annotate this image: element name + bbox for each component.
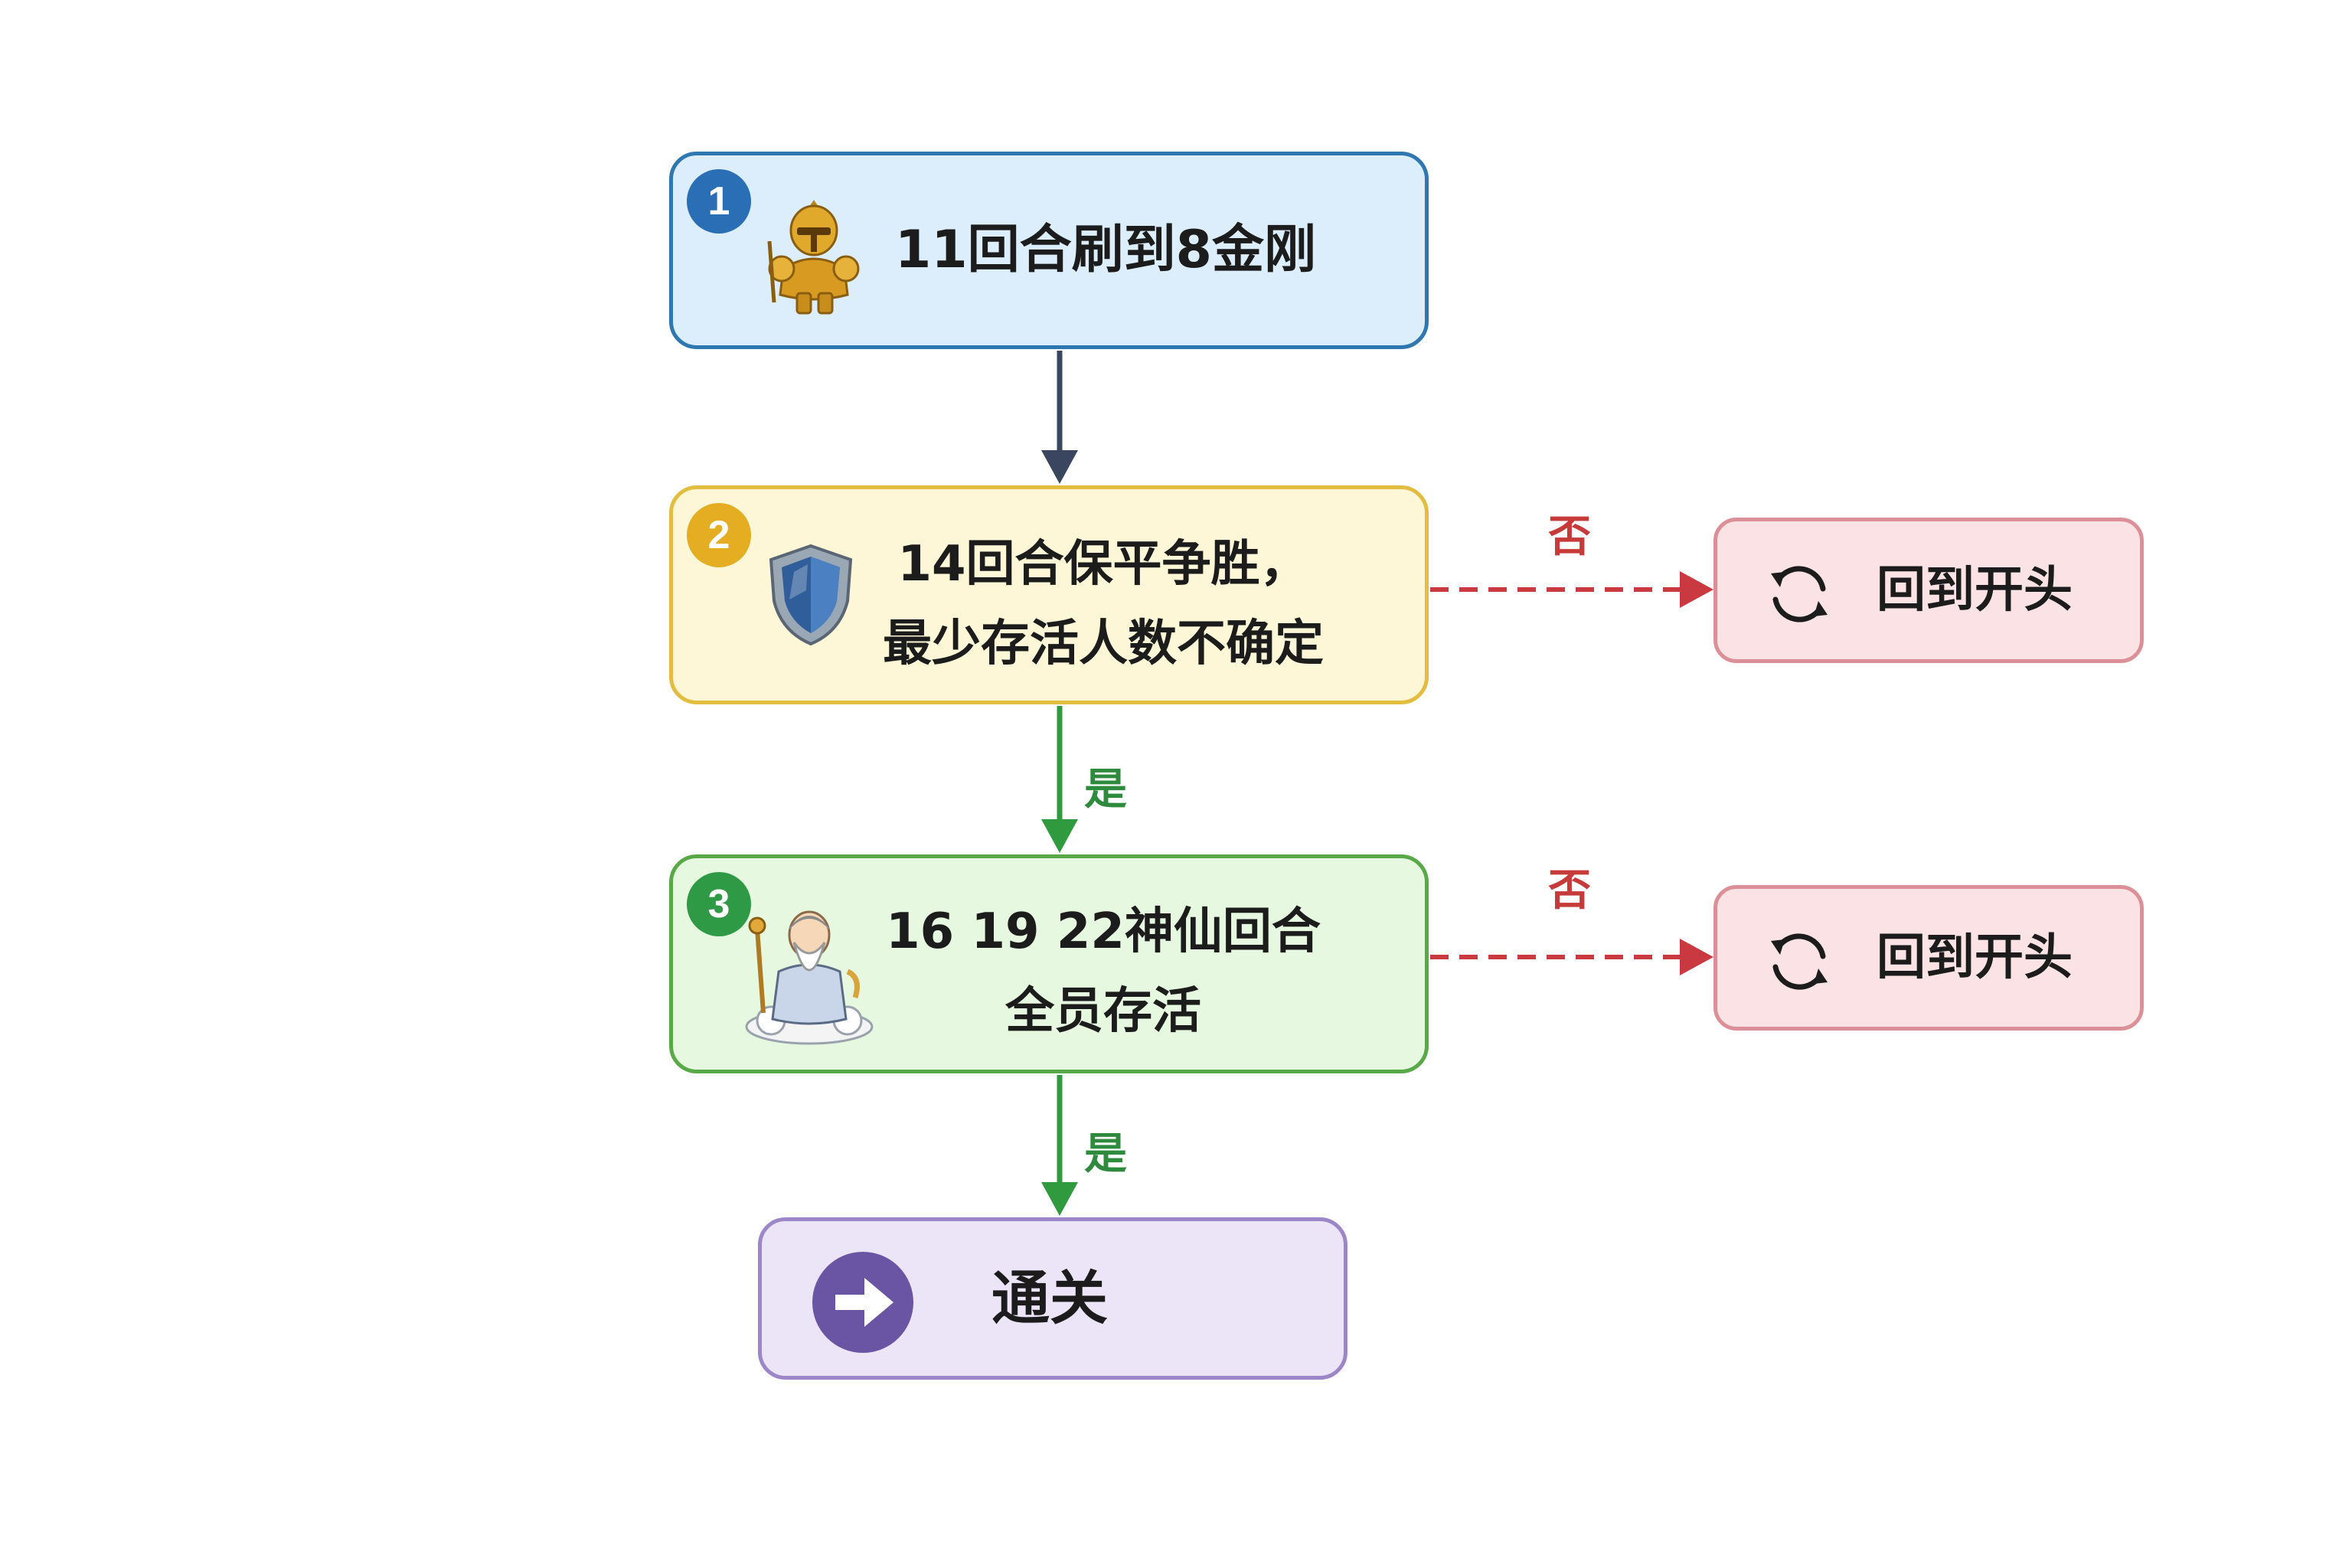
arrow-step1-to-step2	[1041, 351, 1078, 484]
step-2-line-1: 14回合保平争胜，	[897, 536, 1309, 593]
step-2-text: 14回合保平争胜， 最少存活人数不确定	[874, 524, 1333, 684]
no-label: 否	[1548, 512, 1591, 562]
end-text: 通关	[991, 1264, 1108, 1332]
arrow-right-icon	[812, 1252, 913, 1353]
step-3-node: 3 16 19 22神仙回合 全员存活	[669, 854, 1429, 1073]
step-number-badge: 2	[687, 503, 751, 567]
step-2-node: 2 14回合保平争胜， 最少存活人数不确定	[669, 485, 1429, 704]
shield-icon	[769, 544, 853, 646]
reset-text: 回到开头	[1877, 562, 2073, 619]
arrow-step3-to-reset	[1430, 939, 1713, 975]
arrow-step2-to-reset	[1430, 571, 1713, 608]
step-1-text: 11回合刷到8金刚	[895, 220, 1316, 280]
arrow-step2-to-step3	[1041, 706, 1078, 853]
step-2-line-2: 最少存活人数不确定	[883, 616, 1324, 672]
yes-label: 是	[1084, 1129, 1127, 1179]
golden-warrior-icon	[767, 200, 860, 315]
end-node: 通关	[758, 1217, 1348, 1380]
reset-node: 回到开头	[1713, 518, 2144, 663]
step-number-badge: 1	[687, 169, 751, 234]
step-3-line-2: 全员存活	[1005, 983, 1201, 1040]
step-1-node: 1 11回合刷到8金刚	[669, 152, 1429, 349]
arrow-step3-to-end	[1041, 1075, 1078, 1216]
step-3-line-1: 16 19 22神仙回合	[886, 903, 1321, 960]
yes-label: 是	[1084, 765, 1127, 815]
refresh-icon	[1771, 566, 1828, 622]
step-number-badge: 3	[687, 872, 751, 936]
refresh-icon	[1771, 933, 1828, 990]
reset-text: 回到开头	[1877, 929, 2073, 986]
immortal-sage-icon	[745, 910, 874, 1045]
reset-node: 回到开头	[1713, 885, 2144, 1031]
step-3-text: 16 19 22神仙回合 全员存活	[874, 892, 1333, 1051]
no-label: 否	[1548, 866, 1591, 916]
